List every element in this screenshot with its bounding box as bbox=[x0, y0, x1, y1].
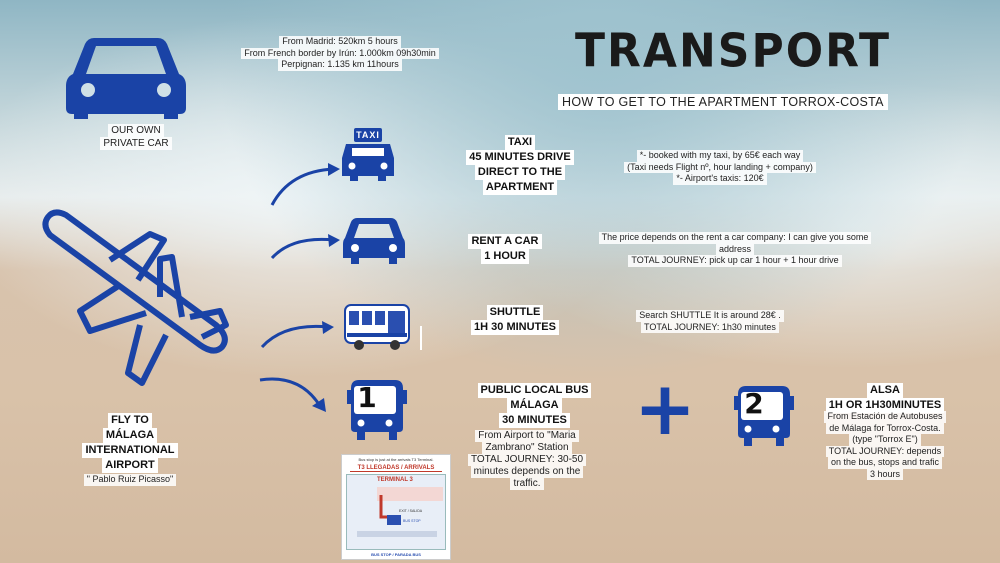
plane-label-line: INTERNATIONAL bbox=[82, 443, 178, 458]
taxi-title-line: APARTMENT bbox=[482, 180, 558, 195]
car-label: OUR OWN PRIVATE CAR bbox=[96, 124, 176, 150]
taxi-note: (Taxi needs Flight nº, hour landing + co… bbox=[624, 161, 816, 173]
bus1-title-line: PUBLIC LOCAL BUS bbox=[477, 383, 592, 398]
page-subtitle: HOW TO GET TO THE APARTMENT TORROX-COSTA bbox=[558, 94, 888, 110]
taxi-icon bbox=[342, 128, 394, 181]
bus1-note: minutes depends on the bbox=[470, 466, 584, 478]
bus-1-number: 1 bbox=[357, 381, 377, 414]
shuttle-notes: Search SHUTTLE It is around 28€ . TOTAL … bbox=[605, 310, 815, 333]
bus1-notes: From Airport to "Maria Zambrano" Station… bbox=[462, 430, 592, 490]
rent-title-line: 1 HOUR bbox=[481, 249, 529, 264]
bus1-note: traffic. bbox=[510, 478, 544, 490]
shuttle-bus-icon bbox=[344, 304, 410, 350]
bus2-note: 3 hours bbox=[866, 468, 904, 480]
shuttle-note: Search SHUTTLE It is around 28€ . bbox=[636, 310, 784, 322]
bus2-note: TOTAL JOURNEY: depends bbox=[825, 445, 945, 457]
car-label-line: PRIVATE CAR bbox=[100, 137, 172, 150]
arrow-icon bbox=[259, 377, 326, 412]
plane-label-line: AIRPORT bbox=[102, 458, 158, 473]
rent-note: The price depends on the rent a car comp… bbox=[598, 232, 872, 244]
page-title: TRANSPORT bbox=[575, 24, 892, 79]
bus2-notes: From Estación de Autobuses de Málaga for… bbox=[812, 411, 958, 480]
taxi-sign: TAXI bbox=[356, 130, 380, 140]
bus2-note: From Estación de Autobuses bbox=[824, 411, 946, 423]
taxi-notes: *- booked with my taxi, by 65€ each way … bbox=[595, 150, 845, 185]
bus-2-number: 2 bbox=[744, 387, 764, 420]
map-footer: BUS STOP / PARADA BUS bbox=[371, 552, 421, 557]
bus2-note: on the bus, stops and trafic bbox=[827, 457, 943, 469]
bus1-note: From Airport to "Maria bbox=[475, 430, 579, 442]
taxi-title-line: TAXI bbox=[504, 135, 536, 150]
map-caption: Bus stop is just at the arrivals T3 Term… bbox=[358, 457, 434, 462]
bus1-note: Zambrano" Station bbox=[482, 442, 572, 454]
divider bbox=[420, 326, 422, 350]
bus2-title-line: 1H OR 1H30MINUTES bbox=[825, 398, 945, 413]
rent-note: TOTAL JOURNEY: pick up car 1 hour + 1 ho… bbox=[628, 255, 842, 267]
rent-title-line: RENT A CAR bbox=[468, 234, 542, 249]
shuttle-note: TOTAL JOURNEY: 1h30 minutes bbox=[641, 321, 779, 333]
bus1-note: TOTAL JOURNEY: 30-50 bbox=[467, 454, 587, 466]
bus2-note: de Málaga for Torrox-Costa. bbox=[826, 422, 944, 434]
bus-2-icon bbox=[734, 386, 794, 446]
plane-label: FLY TO MÁLAGA INTERNATIONAL AIRPORT " Pa… bbox=[55, 413, 205, 486]
car-icon bbox=[66, 38, 186, 119]
bus1-title-line: 30 MINUTES bbox=[499, 413, 570, 428]
bus2-title-line: ALSA bbox=[867, 383, 903, 398]
arrow-icon bbox=[270, 234, 340, 260]
car-label-line: OUR OWN bbox=[108, 124, 164, 137]
map-busstop-small: BUS STOP bbox=[403, 519, 421, 523]
plane-label-line: FLY TO bbox=[108, 413, 152, 428]
bus-1-icon bbox=[347, 380, 407, 440]
bus2-title: ALSA 1H OR 1H30MINUTES bbox=[815, 383, 955, 413]
rent-notes: The price depends on the rent a car comp… bbox=[570, 232, 900, 267]
distance-line: Perpignan: 1.135 km 11hours bbox=[278, 59, 402, 71]
taxi-note: *- Airport's taxis: 120€ bbox=[673, 173, 767, 185]
airplane-icon bbox=[42, 209, 229, 386]
shuttle-title-line: SHUTTLE bbox=[486, 305, 544, 320]
taxi-note: *- booked with my taxi, by 65€ each way bbox=[636, 150, 804, 162]
map-exit: EXIT / SALIDA bbox=[399, 509, 423, 513]
shuttle-title: SHUTTLE 1H 30 MINUTES bbox=[455, 305, 575, 335]
rental-car-icon bbox=[343, 218, 405, 264]
plus-icon: + bbox=[633, 366, 696, 452]
arrow-icon bbox=[270, 163, 340, 206]
car-distances: From Madrid: 520km 5 hours From French b… bbox=[215, 36, 465, 71]
map-heading: T3 LLEGADAS / ARRIVALS bbox=[350, 465, 442, 472]
plane-label-line: MÁLAGA bbox=[102, 428, 158, 443]
airport-name: " Pablo Ruiz Picasso" bbox=[83, 474, 177, 486]
taxi-title-line: 45 MINUTES DRIVE bbox=[466, 150, 574, 165]
bus1-title: PUBLIC LOCAL BUS MÁLAGA 30 MINUTES bbox=[472, 383, 597, 428]
route-arrow-icon bbox=[379, 495, 391, 519]
rent-title: RENT A CAR 1 HOUR bbox=[455, 234, 555, 264]
map-terminal: TERMINAL 3 bbox=[377, 477, 413, 483]
terminal-map: Bus stop is just at the arrivals T3 Term… bbox=[341, 454, 451, 560]
arrow-icon bbox=[260, 321, 334, 349]
rent-note: address bbox=[715, 243, 755, 255]
distance-line: From French border by Irún: 1.000km 09h3… bbox=[241, 47, 439, 59]
bus1-title-line: MÁLAGA bbox=[507, 398, 562, 413]
shuttle-title-line: 1H 30 MINUTES bbox=[471, 320, 559, 335]
taxi-title-line: DIRECT TO THE bbox=[474, 165, 566, 180]
distance-line: From Madrid: 520km 5 hours bbox=[279, 36, 401, 48]
taxi-title: TAXI 45 MINUTES DRIVE DIRECT TO THE APAR… bbox=[455, 135, 585, 195]
bus2-note: (type "Torrox E") bbox=[849, 434, 921, 446]
